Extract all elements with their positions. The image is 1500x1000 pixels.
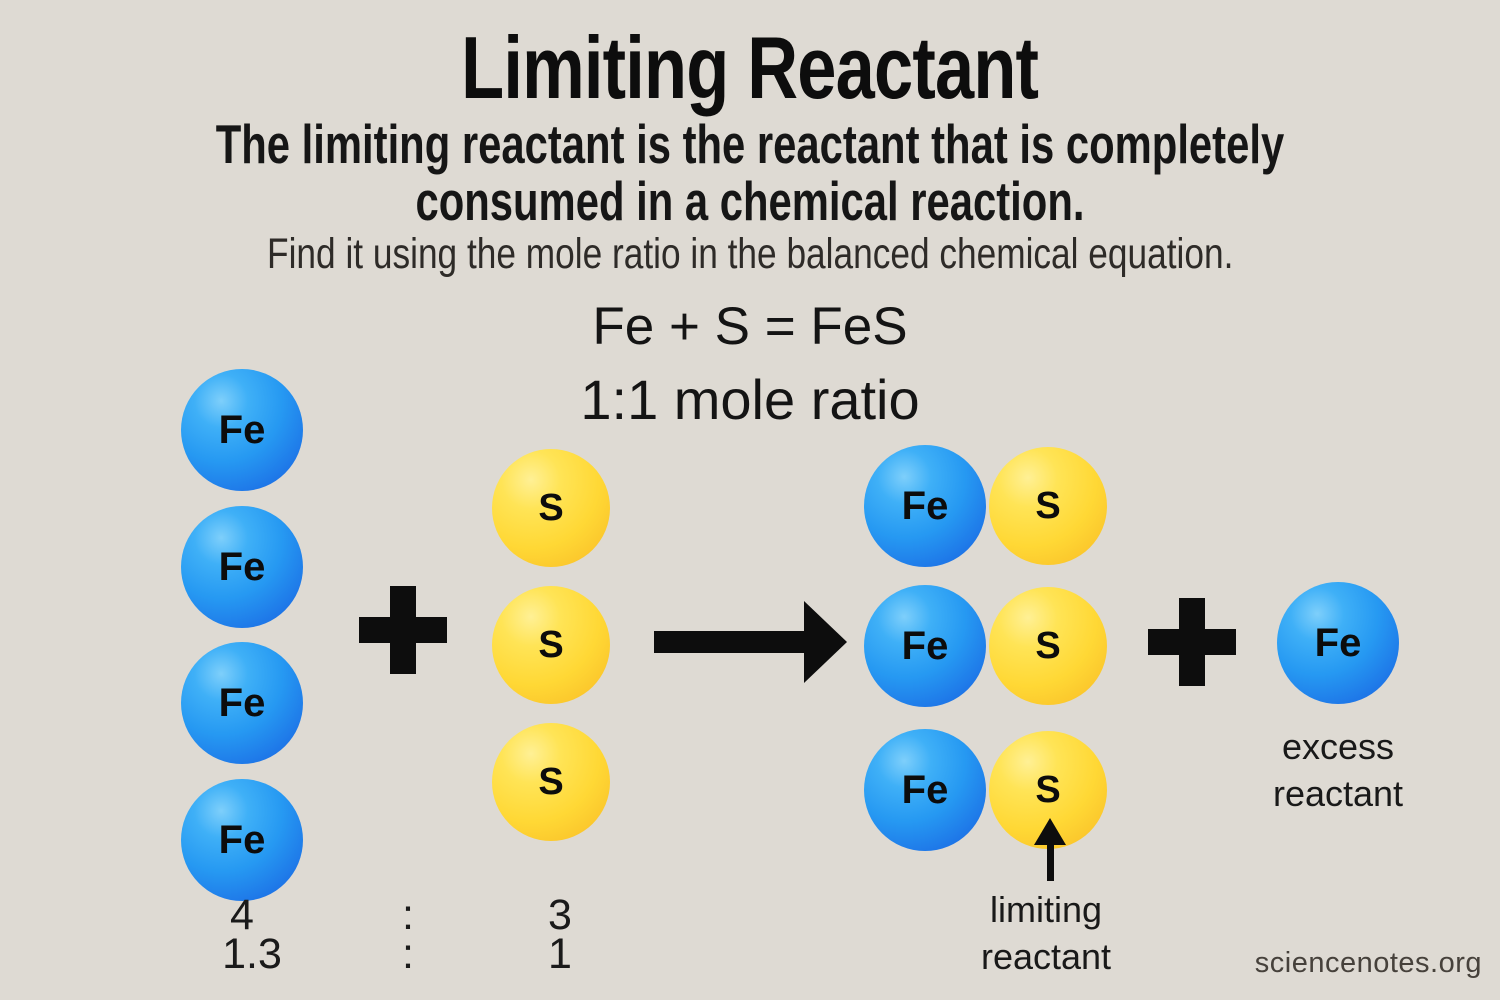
mole-ratio-text: 1:1 mole ratio <box>580 368 920 431</box>
product-fe-atom-2: Fe <box>864 585 986 707</box>
fe-atom-label: Fe <box>218 407 266 452</box>
arrow-head <box>1034 818 1066 845</box>
reactant-s-atom-1: S <box>492 449 610 567</box>
arrow-shaft <box>654 631 806 653</box>
product-s-atom-1: S <box>989 447 1107 565</box>
s-available-count: 3 <box>548 891 572 939</box>
excess-label-line-1: excess <box>1281 726 1395 767</box>
product-fe-atom-3: Fe <box>864 729 986 851</box>
arrow-shaft <box>1046 843 1054 881</box>
ratio-colon: : <box>402 930 414 978</box>
subtitle-line-1: The limiting reactant is the reactant th… <box>215 113 1285 175</box>
s-atom-label: S <box>1035 484 1061 527</box>
fe-atom-label: Fe <box>218 680 266 725</box>
fe-atom-label: Fe <box>1314 620 1362 665</box>
fe-ratio-value: 1.3 <box>222 930 282 978</box>
reactant-fe-atom-4: Fe <box>181 779 303 901</box>
reactant-fe-atom-2: Fe <box>181 506 303 628</box>
plus-icon <box>359 586 447 674</box>
fe-atom-label: Fe <box>901 623 949 668</box>
credit-text: sciencenotes.org <box>1254 947 1482 979</box>
reactant-s-atom-3: S <box>492 723 610 841</box>
s-atom-label: S <box>538 486 564 529</box>
fe-available-count: 4 <box>230 891 254 939</box>
fe-atom-label: Fe <box>901 483 949 528</box>
subtitle-line-2: consumed in a chemical reaction. <box>415 170 1085 232</box>
s-ratio-value: 1 <box>548 930 572 978</box>
excess-reactant-label: excess reactant <box>1213 723 1463 817</box>
title-row: Limiting Reactant <box>0 24 1500 112</box>
subtitle: The limiting reactant is the reactant th… <box>216 116 1285 230</box>
limiting-label-line-2: reactant <box>980 936 1112 977</box>
plus-vertical-bar <box>390 586 416 674</box>
excess-fe-atom: Fe <box>1277 582 1399 704</box>
excess-label-line-2: reactant <box>1272 773 1404 814</box>
fe-atom-label: Fe <box>901 767 949 812</box>
s-atom-label: S <box>1035 768 1061 811</box>
reactant-s-atom-2: S <box>492 586 610 704</box>
hint-text: Find it using the mole ratio in the bala… <box>266 230 1234 278</box>
product-fe-atom-1: Fe <box>864 445 986 567</box>
fe-atom-label: Fe <box>218 544 266 589</box>
subtitle-row: The limiting reactant is the reactant th… <box>0 116 1500 230</box>
arrow-up-icon <box>1031 818 1069 882</box>
reactant-fe-atom-1: Fe <box>181 369 303 491</box>
product-s-atom-2: S <box>989 587 1107 705</box>
arrow-head <box>804 601 847 683</box>
s-atom-label: S <box>1035 624 1061 667</box>
limiting-label-line-1: limiting <box>989 889 1103 930</box>
arrow-right-icon <box>654 601 847 683</box>
s-atom-label: S <box>538 623 564 666</box>
reactant-fe-atom-3: Fe <box>181 642 303 764</box>
hint-row: Find it using the mole ratio in the bala… <box>0 231 1500 277</box>
ratio-colon: : <box>402 891 414 939</box>
fe-atom-label: Fe <box>218 817 266 862</box>
s-atom-label: S <box>538 760 564 803</box>
chemical-equation: Fe + S = FeS <box>592 297 908 356</box>
limiting-reactant-label: limiting reactant <box>921 886 1171 980</box>
plus-icon <box>1148 598 1236 686</box>
page-title: Limiting Reactant <box>461 18 1039 117</box>
plus-vertical-bar <box>1179 598 1205 686</box>
